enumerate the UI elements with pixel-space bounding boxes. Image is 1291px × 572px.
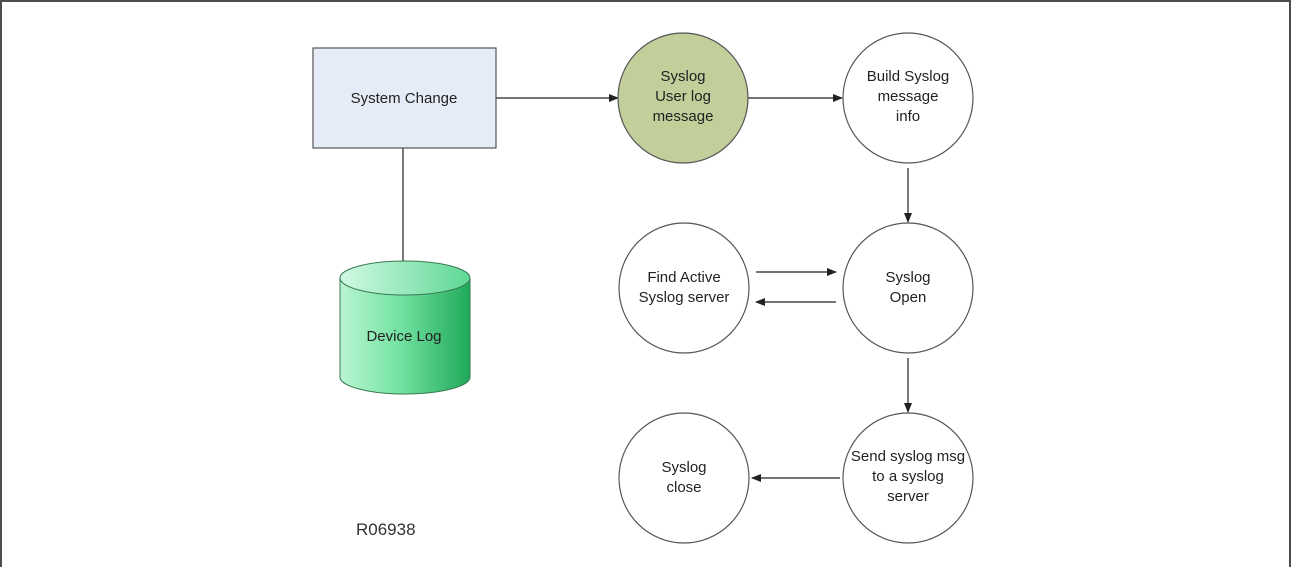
node-build-syslog-message-info: Build Syslog message info: [842, 32, 974, 164]
send-syslog-circle: [842, 412, 974, 544]
system-change-label: System Change: [351, 90, 458, 107]
send-syslog-label: to a syslog: [872, 468, 944, 485]
syslog-close-label: Syslog: [661, 459, 706, 476]
syslog-user-log-circle: [617, 32, 749, 164]
diagram-edges: [399, 94, 912, 482]
build-syslog-label: Build Syslog: [867, 68, 950, 85]
find-active-circle: [618, 222, 750, 354]
system-change-box: [312, 47, 497, 149]
syslog-close-label: close: [666, 479, 701, 496]
send-syslog-label: server: [887, 488, 929, 505]
device-log-cylinder-top: [339, 260, 471, 296]
syslog-close-circle: [618, 412, 750, 544]
syslog-open-circle: [842, 222, 974, 354]
syslog-open-label: Open: [890, 289, 927, 306]
syslog-user-log-label: User log: [655, 88, 711, 105]
build-syslog-label: info: [896, 108, 920, 125]
node-syslog-close: Syslog close: [618, 412, 750, 544]
node-send-syslog-msg: Send syslog msg to a syslog server: [842, 412, 974, 544]
node-syslog-user-log-message: Syslog User log message: [617, 32, 749, 164]
node-syslog-open: Syslog Open: [842, 222, 974, 354]
device-log-cylinder-body: [339, 277, 471, 395]
find-active-label: Syslog server: [639, 289, 730, 306]
syslog-user-log-label: message: [653, 108, 714, 125]
device-log-label: Device Log: [366, 328, 441, 345]
node-system-change: System Change: [312, 47, 497, 149]
syslog-user-log-label: Syslog: [660, 68, 705, 85]
find-active-label: Find Active: [647, 269, 720, 286]
build-syslog-label: message: [878, 88, 939, 105]
send-syslog-label: Send syslog msg: [851, 448, 965, 465]
node-device-log: Device Log: [339, 260, 471, 395]
syslog-open-label: Syslog: [885, 269, 930, 286]
node-find-active-syslog-server: Find Active Syslog server: [618, 222, 750, 354]
build-syslog-circle: [842, 32, 974, 164]
figure-id-label: R06938: [356, 520, 416, 539]
